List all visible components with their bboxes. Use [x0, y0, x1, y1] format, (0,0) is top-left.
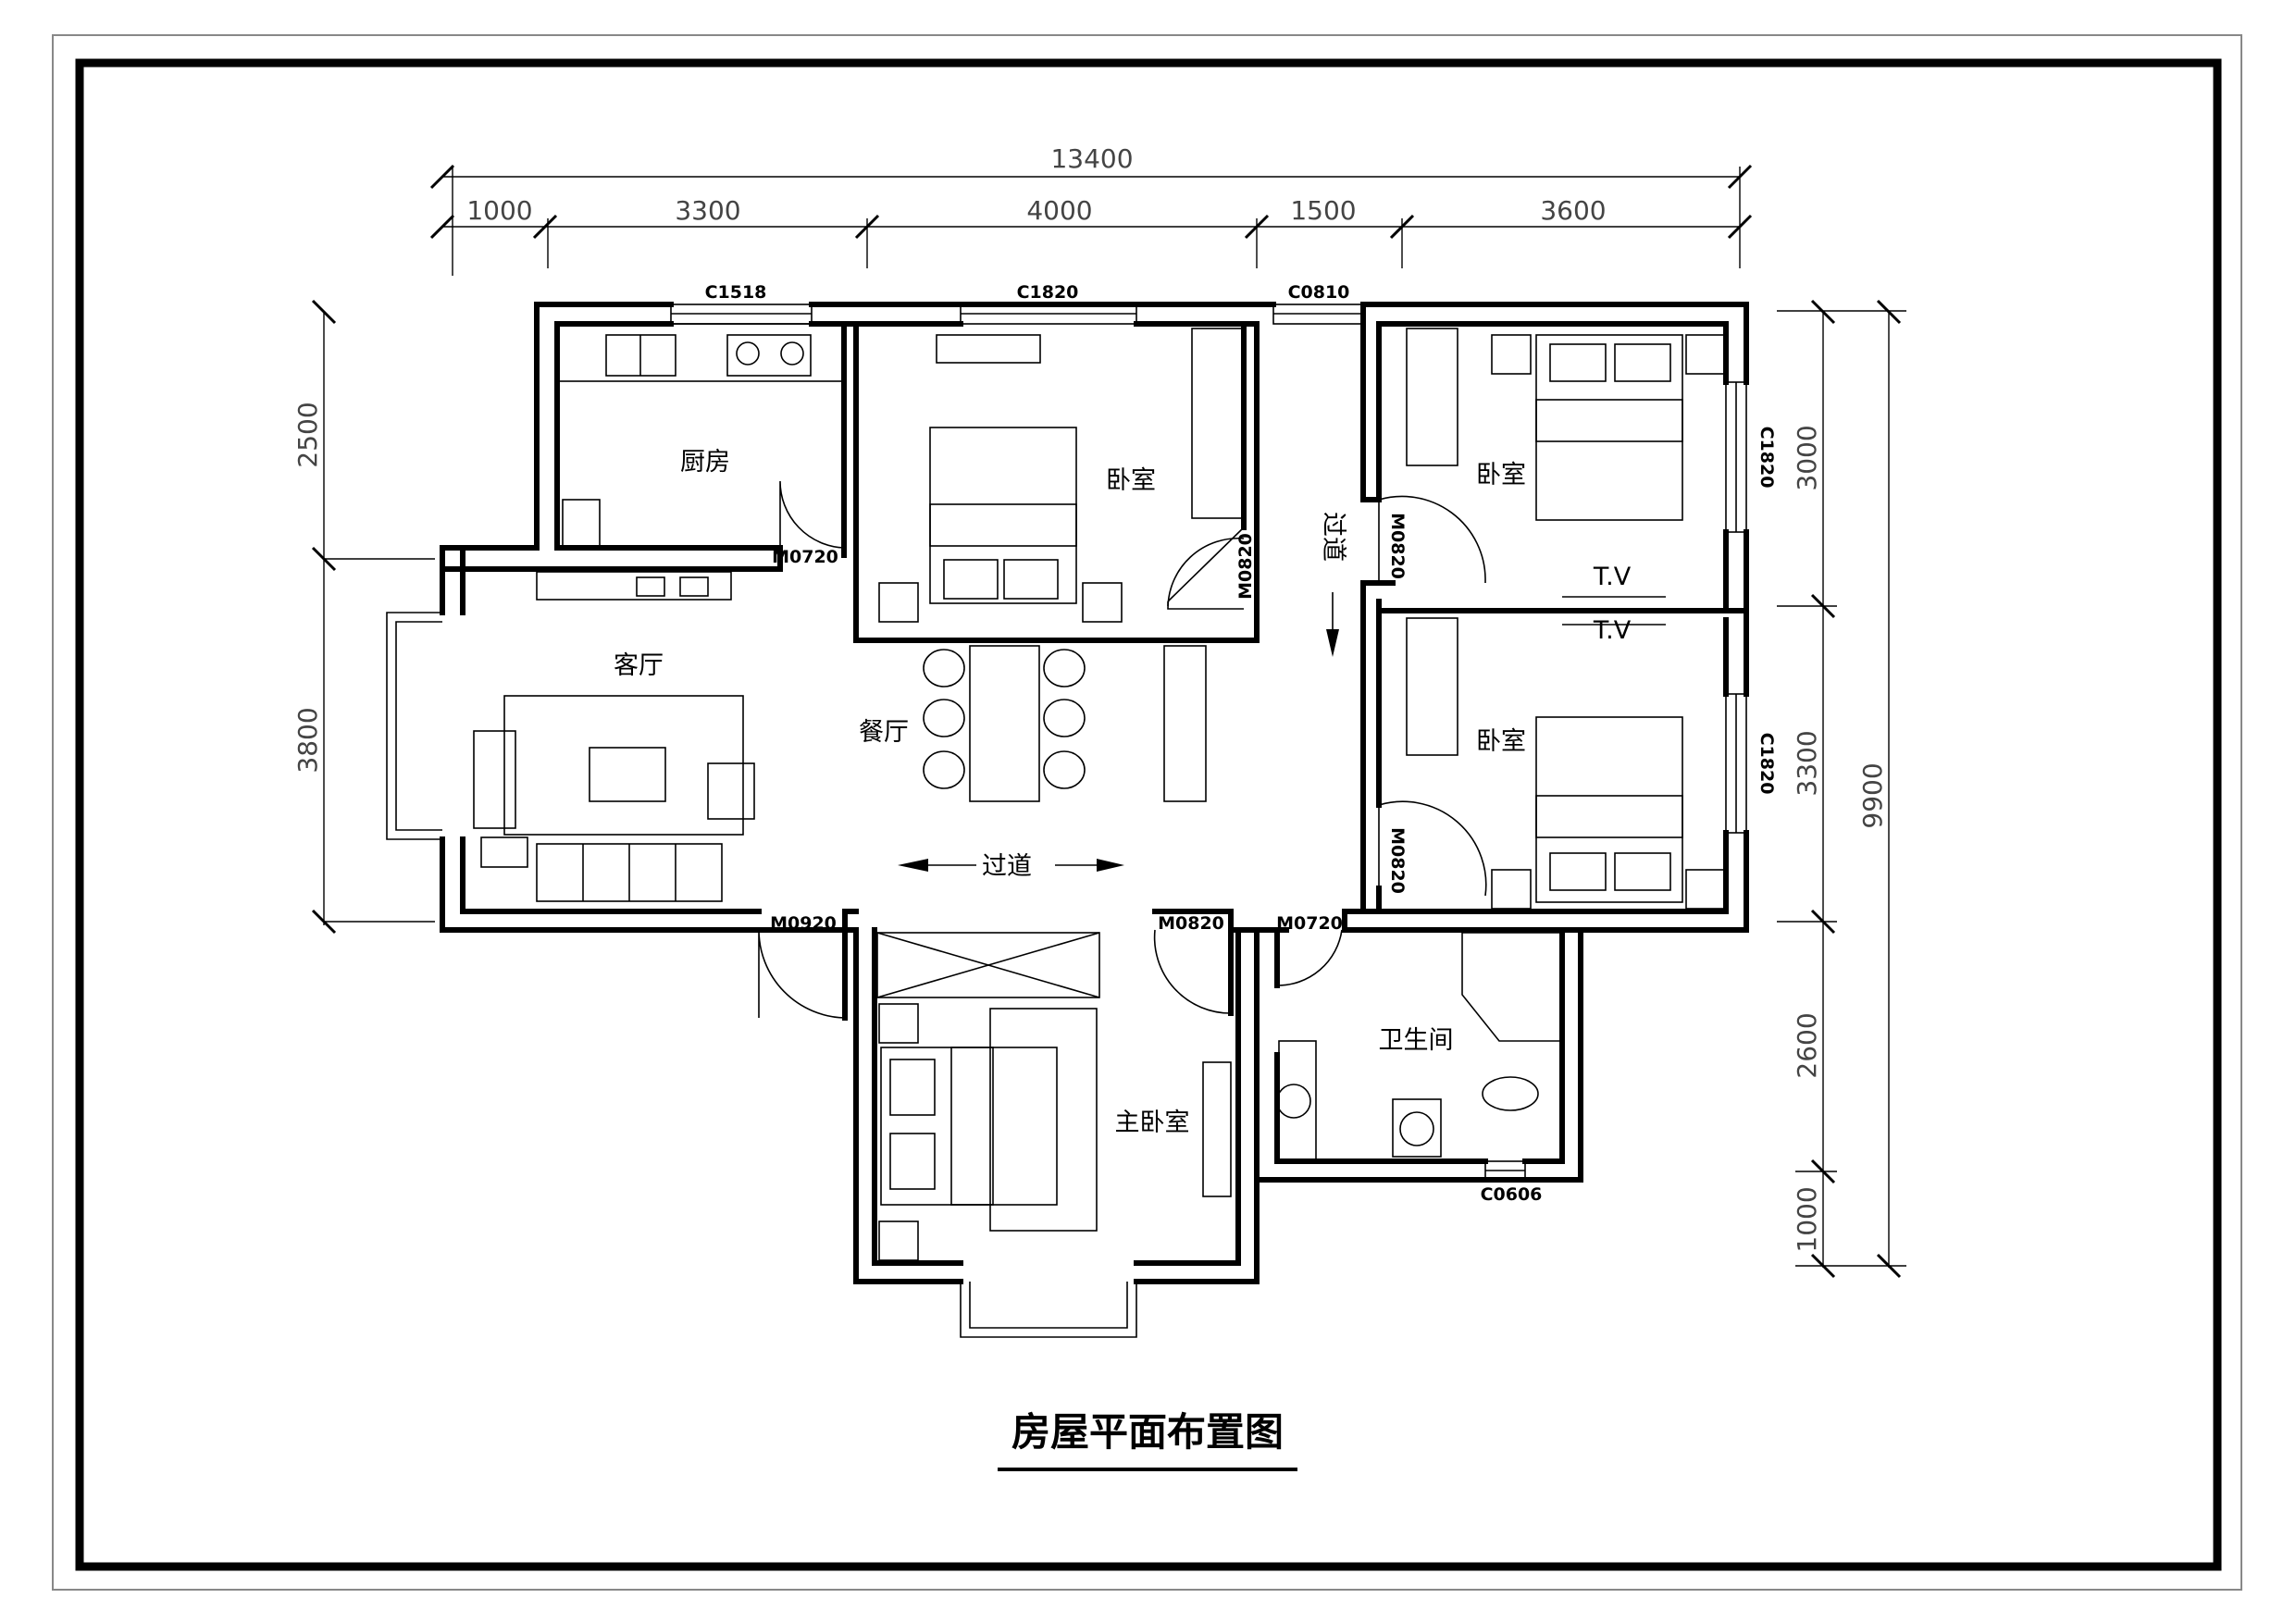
- left-dimension-lines: [311, 299, 435, 935]
- vanity-icon: [1278, 1040, 1317, 1160]
- room-label-master-bedroom: 主卧室: [1115, 1109, 1190, 1137]
- tv-stand-icon: [936, 334, 1041, 364]
- tv-label-top: T.V: [1593, 563, 1632, 591]
- rug: [989, 1008, 1098, 1232]
- toilet-icon: [1482, 1076, 1539, 1111]
- room-label-bedroom-top-right: 卧室: [1476, 461, 1526, 489]
- dim-top-1: 1000: [466, 195, 532, 226]
- room-label-corridor-horizontal: 过道: [982, 852, 1032, 881]
- room-label-kitchen: 厨房: [680, 448, 730, 477]
- doors: [758, 480, 1487, 1019]
- dim-right-total: 9900: [1857, 762, 1888, 828]
- tv-label-bottom: T.V: [1593, 616, 1632, 645]
- sofa-side-icon: [473, 730, 516, 829]
- dim-right-2: 3300: [1792, 730, 1822, 796]
- window-code-bathroom: C0606: [1481, 1184, 1543, 1205]
- door-code-master: M0820: [1158, 913, 1224, 934]
- fridge-icon: [562, 499, 601, 547]
- window-code-corridor: C0810: [1288, 282, 1350, 303]
- rug: [503, 695, 744, 836]
- kitchen-counter: [556, 323, 845, 382]
- room-label-bathroom: 卫生间: [1379, 1026, 1454, 1055]
- furniture: [473, 323, 1726, 1261]
- dining-table-icon: [969, 645, 1040, 802]
- sideboard-icon: [1163, 645, 1207, 802]
- armchair-icon: [707, 762, 755, 820]
- dresser-icon: [1202, 1061, 1232, 1197]
- drawing-title: 房屋平面布置图: [1011, 1409, 1284, 1455]
- tv-cabinet: [536, 571, 732, 601]
- dim-top-total: 13400: [1050, 143, 1133, 174]
- dim-top-4: 1500: [1290, 195, 1356, 226]
- room-label-bedroom-mid-right: 卧室: [1476, 727, 1526, 756]
- walls: [440, 302, 1749, 1284]
- corridor-arrows: [898, 592, 1339, 872]
- window-code-bedroom-right-mid: C1820: [1756, 733, 1777, 795]
- bed-icon: [1535, 334, 1683, 521]
- room-label-corridor-vertical: 过道: [1319, 512, 1347, 562]
- door-code-bedroom-right-top: M0820: [1387, 513, 1408, 579]
- dim-left-2: 3800: [292, 707, 323, 773]
- door-code-bathroom: M0720: [1276, 913, 1343, 934]
- dim-right-3: 2600: [1792, 1012, 1822, 1078]
- windows: [386, 304, 1747, 1338]
- door-code-living: M0920: [770, 913, 837, 934]
- window-code-bedroom-right-top: C1820: [1756, 427, 1777, 489]
- right-dimension-lines: [1777, 299, 1906, 1279]
- shower-icon: [1461, 932, 1563, 1042]
- wardrobe-icon: [1406, 617, 1458, 756]
- washing-machine-icon: [1392, 1098, 1442, 1158]
- wardrobe-icon: [876, 932, 1100, 998]
- door-code-kitchen: M0720: [772, 547, 838, 567]
- window-code-bedroom-top: C1820: [1017, 282, 1079, 303]
- top-dimension-lines: [429, 164, 1753, 276]
- dim-left-1: 2500: [292, 402, 323, 467]
- room-label-dining-room: 餐厅: [859, 718, 909, 747]
- dim-top-5: 3600: [1540, 195, 1606, 226]
- dim-top-3: 4000: [1026, 195, 1092, 226]
- bed-icon: [929, 427, 1077, 604]
- dim-top-2: 3300: [675, 195, 740, 226]
- door-code-bedroom-top: M0820: [1235, 533, 1256, 600]
- room-label-bedroom-top-mid: 卧室: [1106, 466, 1156, 495]
- outer-frame: [52, 34, 2242, 1591]
- dim-right-1: 3000: [1792, 425, 1822, 490]
- dim-right-4: 1000: [1792, 1186, 1822, 1252]
- room-label-living-room: 客厅: [614, 651, 664, 680]
- coffee-table-icon: [589, 747, 666, 802]
- wardrobe-icon: [1191, 328, 1245, 519]
- inner-frame: [75, 58, 2222, 1571]
- window-code-kitchen: C1518: [705, 282, 767, 303]
- bed-icon: [880, 1047, 1058, 1206]
- door-code-bedroom-right-mid: M0820: [1387, 827, 1408, 894]
- bed-icon: [1535, 716, 1683, 903]
- wardrobe-icon: [1406, 328, 1458, 466]
- stove-icon: [726, 334, 812, 377]
